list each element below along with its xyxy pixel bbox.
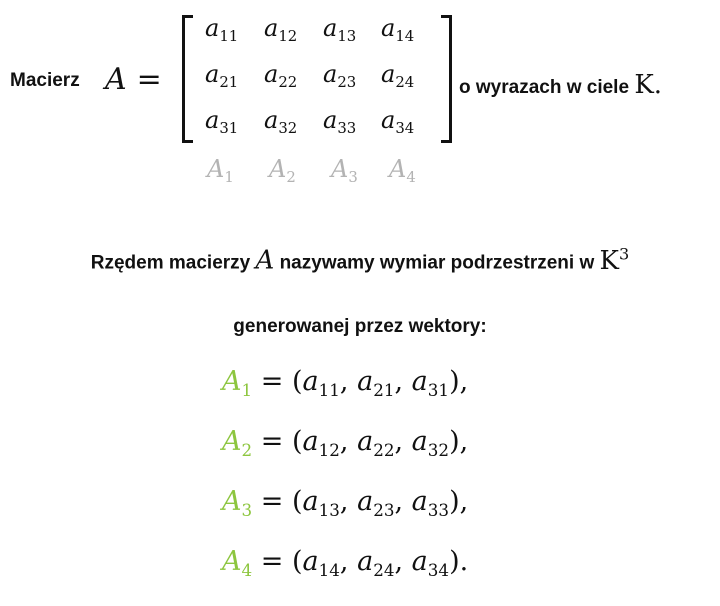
left-bracket [182, 15, 193, 143]
equals-sign: = [136, 62, 162, 97]
column-labels: A1 A2 A3 A4 [207, 155, 447, 186]
vector-equation: A1 = (a11, a21, a31), [222, 366, 469, 400]
matrix-cell: a22 [264, 60, 298, 92]
matrix-cell: a31 [205, 106, 239, 138]
field-power: K3 [599, 244, 630, 276]
trailing-text: o wyrazach w ciele [459, 77, 630, 98]
definition-text: nazywamy wymiar podrzestrzeni w [279, 252, 595, 274]
column-label: A1 [207, 155, 234, 187]
right-bracket [441, 15, 452, 143]
matrix-cell: a12 [264, 14, 298, 46]
vector-name: A3 [222, 486, 253, 520]
matrix-symbol: A [255, 245, 275, 276]
rank-definition-line1: Rzędem macierzy A nazywamy wymiar podrze… [0, 244, 720, 276]
matrix-cell: a33 [323, 106, 357, 138]
vector-name: A2 [222, 426, 253, 460]
matrix-cell: a14 [381, 14, 415, 46]
field-symbol: K. [634, 70, 663, 100]
matrix-definition-lhs: A= [105, 62, 162, 97]
matrix-cell: a32 [264, 106, 298, 138]
matrix-grid: a11 a12 a13 a14 a21 a22 a23 a24 a31 a32 … [205, 14, 439, 152]
intro-label: Macierz [10, 70, 80, 91]
matrix-cell: a23 [323, 60, 357, 92]
matrix-symbol: A [105, 62, 127, 97]
vector-list: A1 = (a11, a21, a31), A2 = (a12, a22, a3… [222, 366, 468, 606]
definition-text: Rzędem macierzy [90, 252, 251, 274]
matrix-cell: a21 [205, 60, 239, 92]
vector-name: A4 [222, 546, 253, 580]
matrix-cell: a11 [205, 14, 239, 46]
vector-equation: A4 = (a14, a24, a34). [222, 546, 469, 580]
matrix-cell: a13 [323, 14, 357, 46]
matrix-cell: a24 [381, 60, 415, 92]
column-label: A3 [331, 155, 358, 187]
vector-equation: A2 = (a12, a22, a32), [222, 426, 469, 460]
matrix-cell: a34 [381, 106, 415, 138]
vector-equation: A3 = (a13, a23, a33), [222, 486, 469, 520]
field-statement: o wyrazach w ciele K. [459, 70, 662, 100]
rank-definition-line2: generowanej przez wektory: [233, 316, 487, 337]
column-label: A2 [269, 155, 296, 187]
vector-name: A1 [222, 366, 253, 400]
column-label: A4 [389, 155, 416, 187]
